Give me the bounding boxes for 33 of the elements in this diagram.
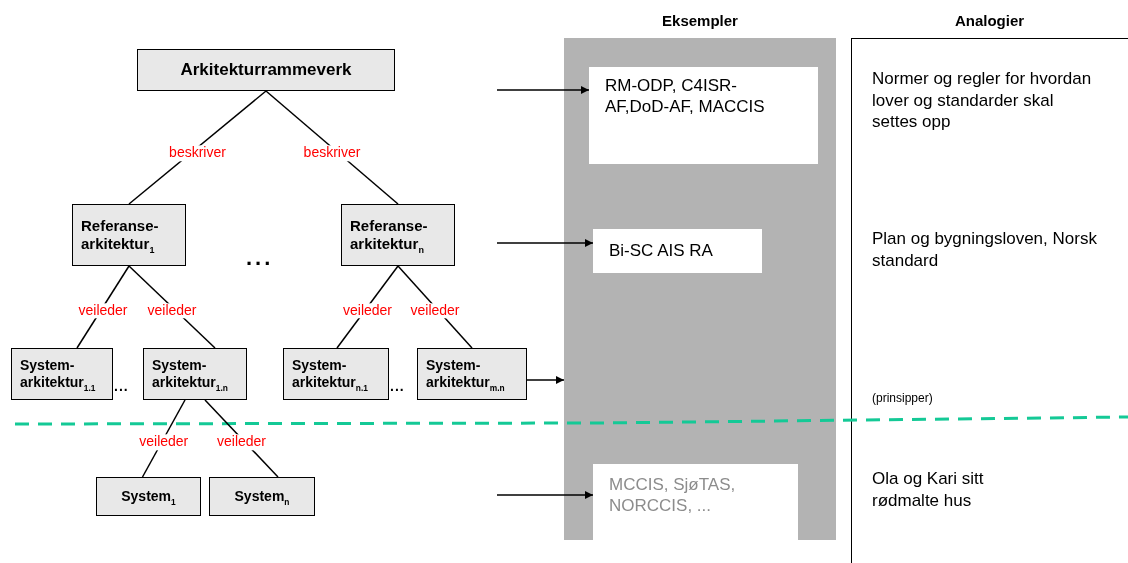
edge-label: veileder — [342, 303, 393, 319]
edge-label: veileder — [138, 434, 190, 451]
analogy-text: Normer og regler for hvordan lover og standarder skal settes opp — [872, 68, 1092, 133]
example-box: RM-ODP, C4ISR-AF,DoD-AF, MACCIS — [589, 67, 818, 164]
example-box: MCCIS, SjøTAS, NORCCIS, ... — [593, 464, 798, 540]
concept-box: System$_{1}$ — [96, 477, 201, 516]
edge-label: beskriver — [302, 145, 362, 161]
analogy-text: (prinsipper) — [872, 391, 933, 407]
ellipsis-mark: ... — [390, 378, 405, 396]
concept-box: System- arkitektur$_{1.n}$ — [143, 348, 247, 400]
concept-box: System- arkitektur$_{n.1}$ — [283, 348, 389, 400]
arrow — [496, 86, 590, 94]
analogy-text: Plan og bygningsloven, Norsk standard — [872, 228, 1098, 272]
concept-box: Referanse- arkitektur$_{1}$ — [72, 204, 186, 266]
edge-label: veileder — [409, 303, 461, 319]
edge-label: veileder — [77, 303, 129, 319]
ellipsis-mark: ... — [246, 244, 274, 272]
concept-box: Referanse- arkitektur$_{n}$ — [341, 204, 455, 266]
example-box: Bi-SC AIS RA — [593, 229, 762, 273]
edge-label: veileder — [216, 434, 267, 451]
concept-box: System$_{n}$ — [209, 477, 315, 516]
edge-label: beskriver — [168, 145, 227, 161]
concept-box: Arkitekturrammeverk — [137, 49, 395, 91]
arrow — [526, 376, 565, 384]
edge-label: veileder — [146, 303, 198, 319]
analogy-text: Ola og Kari sitt rødmalte hus — [872, 468, 985, 512]
concept-box: System- arkitektur$_{m.n}$ — [417, 348, 527, 400]
arrow — [496, 239, 594, 247]
arrow — [496, 491, 594, 499]
column-heading: Analogier — [953, 12, 1026, 29]
column-heading: Eksempler — [661, 12, 739, 29]
concept-box: System- arkitektur$_{1.1}$ — [11, 348, 113, 400]
ellipsis-mark: ... — [114, 378, 129, 396]
